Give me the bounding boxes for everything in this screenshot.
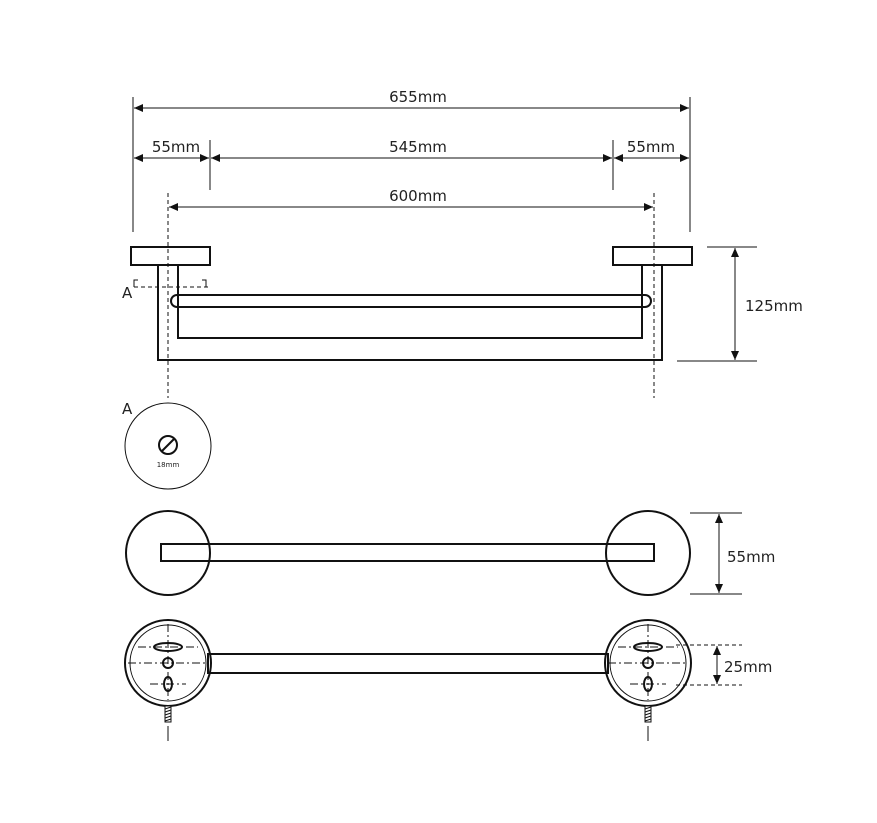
screw-icon-left bbox=[164, 705, 172, 741]
mount-left bbox=[124, 619, 212, 741]
mount-right bbox=[604, 619, 692, 741]
flange-disc-right bbox=[605, 510, 691, 596]
tube-cross-section bbox=[158, 435, 178, 455]
mounting-view: 25mm bbox=[124, 619, 772, 741]
dim-center-distance: 600mm bbox=[389, 187, 447, 205]
dim-left-flange: 55mm bbox=[152, 138, 200, 156]
diameter-slash bbox=[161, 438, 175, 452]
bar-outer-outline bbox=[157, 265, 663, 361]
dim-height: 125mm bbox=[745, 297, 803, 315]
bar-inner-outline bbox=[177, 265, 643, 339]
rail-top-view bbox=[160, 543, 655, 562]
screw-hole-left bbox=[162, 657, 174, 669]
section-arrow-right bbox=[202, 279, 207, 287]
flange-disc-left bbox=[125, 510, 211, 596]
wall-flange-left bbox=[130, 246, 211, 266]
top-view: 55mm bbox=[125, 510, 775, 596]
section-a-detail: A 18mm bbox=[122, 400, 212, 490]
section-arrow-left bbox=[133, 279, 138, 287]
dim-mount-spacing: 25mm bbox=[724, 658, 772, 676]
dim-right-flange: 55mm bbox=[627, 138, 675, 156]
section-title: A bbox=[122, 400, 133, 418]
screw-hole-right bbox=[642, 657, 654, 669]
dim-overall-width: 655mm bbox=[389, 88, 447, 106]
section-outer-circle bbox=[124, 402, 212, 490]
front-rail bbox=[170, 294, 652, 308]
dim-flange-diameter: 55mm bbox=[727, 548, 775, 566]
dim-inner-span: 545mm bbox=[389, 138, 447, 156]
tube-diameter-label: 18mm bbox=[157, 461, 180, 469]
anchor-slot-right bbox=[643, 676, 653, 692]
wall-flange-right bbox=[612, 246, 693, 266]
screw-icon-right bbox=[644, 705, 652, 741]
section-marker: A bbox=[122, 284, 133, 302]
rail-back-view bbox=[207, 653, 609, 674]
keyhole-slot-right bbox=[633, 642, 663, 652]
keyhole-slot-left bbox=[153, 642, 183, 652]
anchor-slot-left bbox=[163, 676, 173, 692]
front-view: A 125mm bbox=[122, 193, 803, 398]
top-dimensions: 655mm 55mm 545mm 55mm 600mm bbox=[132, 88, 691, 232]
